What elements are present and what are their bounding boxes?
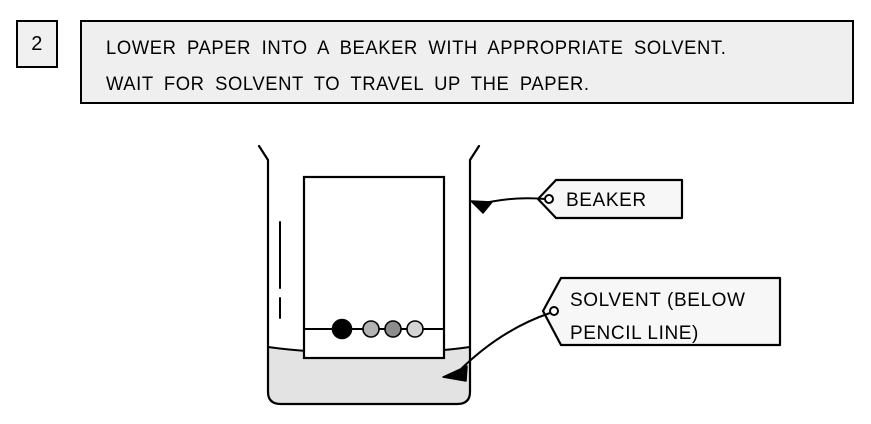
beaker-arrow-head-icon [470, 200, 493, 214]
beaker-tag-hole-icon [544, 194, 554, 204]
solvent-fill [268, 348, 470, 404]
beaker-outline [257, 144, 481, 406]
instruction-line-1: LOWER PAPER INTO A BEAKER WITH APPROPRIA… [106, 38, 727, 59]
beaker-tag-shape [536, 178, 684, 220]
beaker-label-tag: BEAKER [536, 178, 684, 220]
step-number-box: 2 [16, 20, 58, 68]
solvent-tag-label-line-1: SOLVENT (BELOW [570, 290, 746, 311]
spot-1-black [331, 318, 353, 340]
instruction-box: LOWER PAPER INTO A BEAKER WITH APPROPRIA… [80, 20, 854, 104]
step-number-text: 2 [31, 33, 43, 55]
solvent-tag-label-line-2: PENCIL LINE) [570, 323, 699, 344]
solvent-tag-hole-icon [549, 306, 559, 316]
solvent-tag-shape [541, 276, 782, 347]
spot-3-dark-gray [384, 320, 402, 338]
solvent-arrow-head-icon [442, 365, 468, 382]
solvent-arrow-line [457, 312, 551, 373]
beaker-tag-label: BEAKER [566, 190, 647, 211]
instruction-line-2: WAIT FOR SOLVENT TO TRAVEL UP THE PAPER. [106, 74, 590, 95]
spot-2-gray [362, 320, 380, 338]
solvent-label-tag: SOLVENT (BELOW PENCIL LINE) [541, 276, 782, 347]
spot-4-light-gray [406, 320, 424, 338]
